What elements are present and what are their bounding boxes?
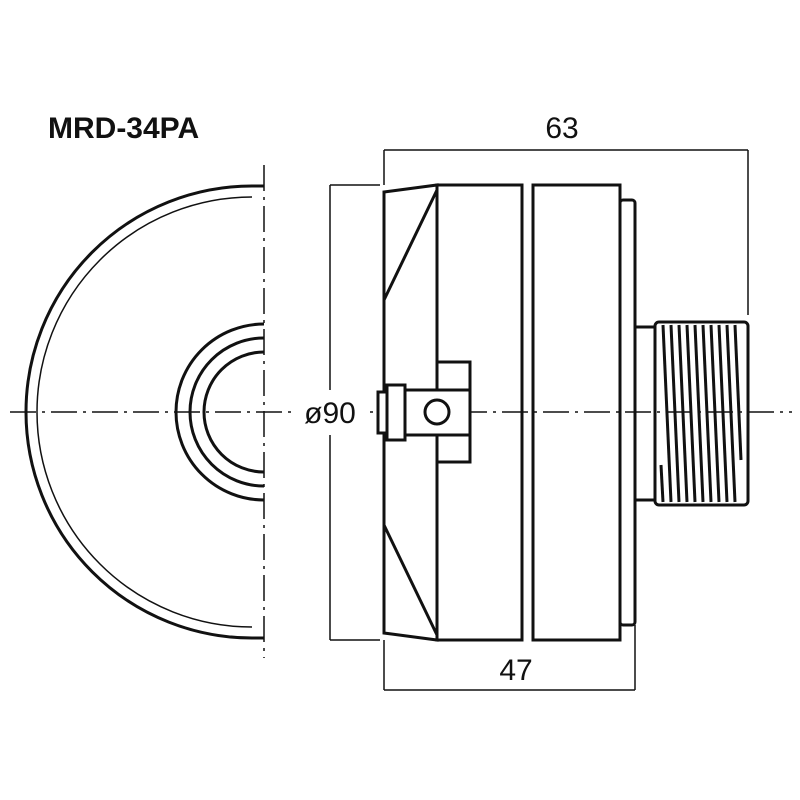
model-title: MRD-34PA <box>48 112 199 145</box>
dimension-label-47: 47 <box>499 654 532 687</box>
dimension-label-63: 63 <box>545 112 578 145</box>
dimension-label-diameter: ø90 <box>304 397 356 430</box>
dimension-overall-length: 63 <box>383 112 749 315</box>
front-half-view <box>24 184 265 640</box>
side-view <box>376 183 750 642</box>
thread-lines <box>659 324 743 503</box>
dimension-diameter: ø90 <box>296 184 380 641</box>
dimension-body-length: 47 <box>383 625 636 691</box>
